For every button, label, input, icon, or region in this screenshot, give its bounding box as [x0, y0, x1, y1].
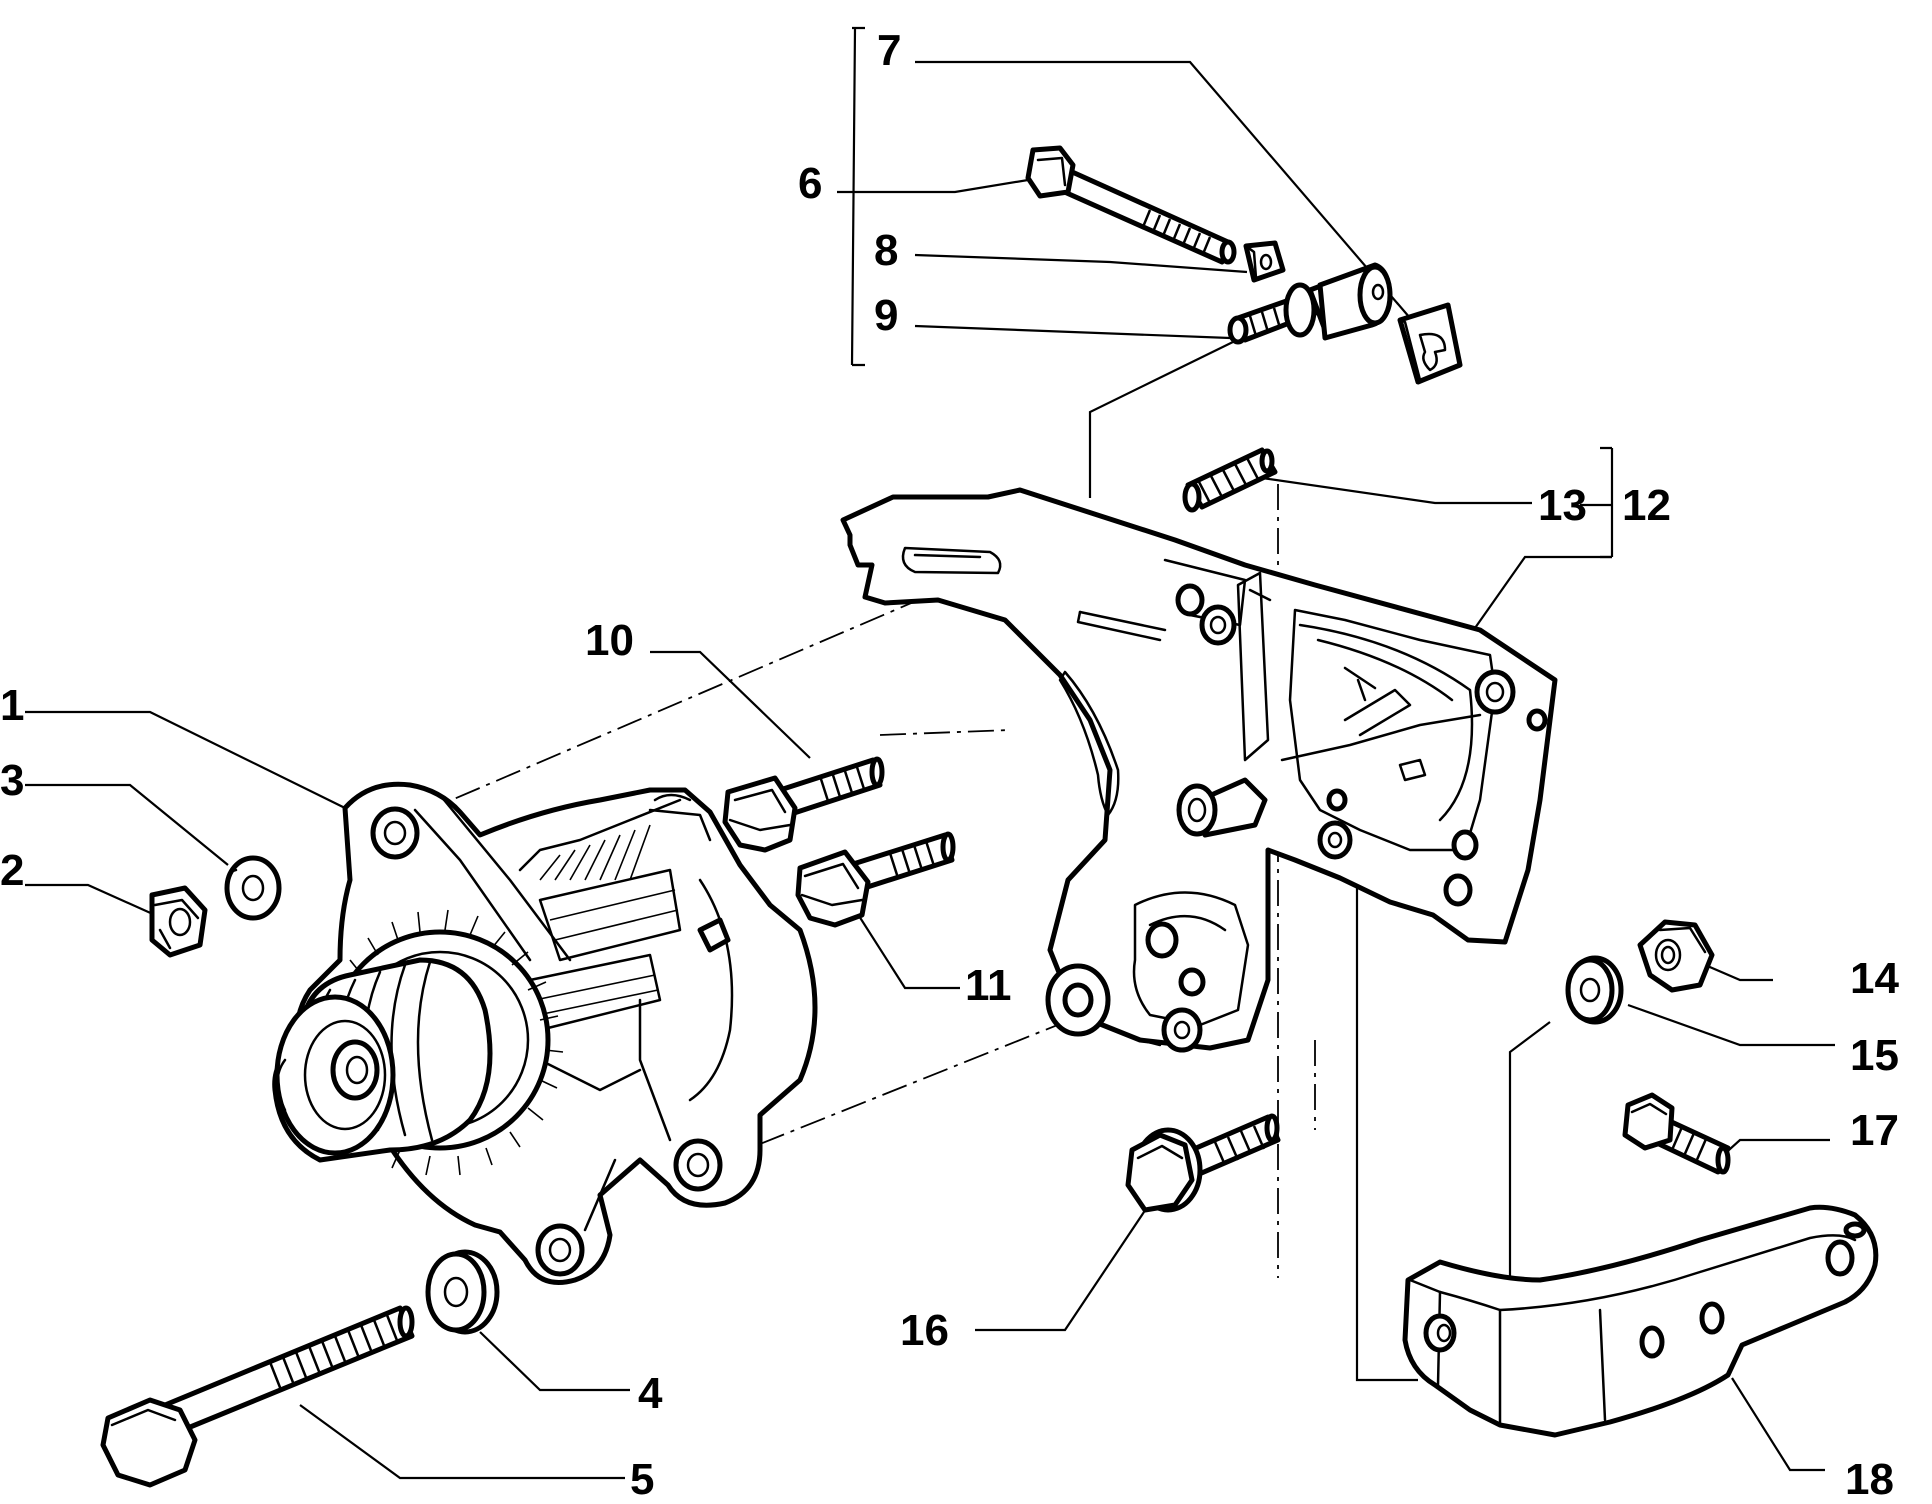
callout-2: 2: [0, 846, 24, 895]
washer-15: [1565, 955, 1624, 1025]
callout-1: 1: [0, 681, 24, 730]
long-tension-bolt: [1025, 145, 1237, 265]
callout-18: 18: [1845, 1455, 1894, 1499]
callout-10: 10: [585, 616, 634, 665]
callout-labels: 1 3 2 4 5 6 7 8 9 10 11 12 13 14 15 16 1…: [0, 26, 1899, 1504]
flange-bolt-16: [1125, 1113, 1281, 1213]
callout-15: 15: [1850, 1031, 1899, 1080]
callout-13: 13: [1538, 481, 1587, 530]
mounting-bracket: [840, 487, 1558, 1053]
leader-lines: [25, 26, 1835, 1480]
callout-12: 12: [1622, 481, 1671, 530]
callout-6: 6: [798, 159, 822, 208]
callout-16: 16: [900, 1306, 949, 1355]
square-nut: [1243, 240, 1286, 283]
washer-4: [425, 1249, 500, 1335]
adjuster-pin: [1227, 262, 1393, 345]
long-bolt-5: [100, 1305, 415, 1488]
bolt-17: [1622, 1092, 1731, 1175]
alternator: [272, 781, 818, 1285]
callout-7: 7: [877, 26, 901, 75]
callout-17: 17: [1850, 1106, 1899, 1155]
callout-3: 3: [0, 756, 24, 805]
callout-4: 4: [638, 1369, 663, 1418]
callout-5: 5: [630, 1455, 654, 1499]
callout-9: 9: [874, 291, 898, 340]
callout-8: 8: [874, 226, 898, 275]
bolt-11: [795, 831, 956, 928]
spring-clip: [1397, 302, 1463, 385]
callout-14: 14: [1850, 954, 1899, 1003]
callout-11: 11: [965, 961, 1012, 1010]
support-bracket-18: [1402, 1204, 1879, 1438]
nut-2: [149, 885, 208, 958]
bolt-10: [722, 756, 885, 853]
nut-14: [1637, 919, 1715, 993]
washer-3: [224, 855, 282, 921]
threaded-stud: [1182, 447, 1278, 513]
